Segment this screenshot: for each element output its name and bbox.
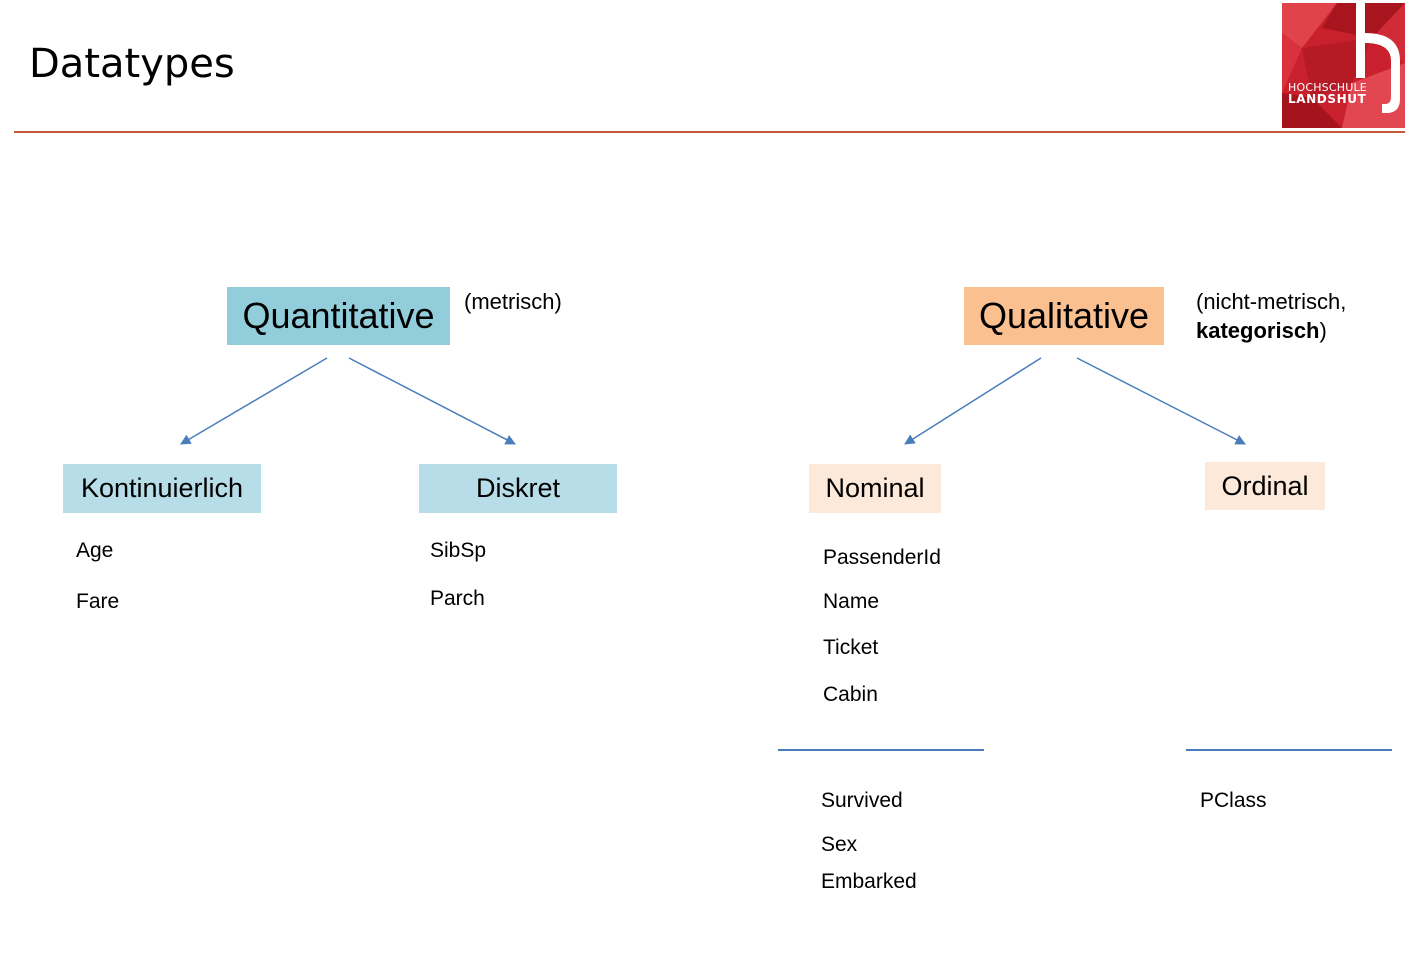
list-item-survived: Survived xyxy=(821,789,903,812)
arrow-qual-to-nominal xyxy=(904,357,1042,445)
list-item-passenderid: PassenderId xyxy=(823,546,941,569)
list-item-sibsp: SibSp xyxy=(430,539,487,562)
diskret-box: Diskret xyxy=(419,464,617,513)
title-divider xyxy=(14,131,1405,133)
qualitative-box: Qualitative xyxy=(964,287,1164,345)
qualitative-note-bold: kategorisch xyxy=(1196,318,1320,343)
list-item-embarked: Embarked xyxy=(821,870,917,893)
list-item-pclass: PClass xyxy=(1200,789,1267,812)
list-item-name: Name xyxy=(823,590,880,613)
arrow-qual-to-ordinal xyxy=(1076,357,1246,445)
ordinal-box: Ordinal xyxy=(1205,462,1325,510)
logo-text-line2: LANDSHUT xyxy=(1288,92,1367,106)
nominal-box: Nominal xyxy=(809,464,941,513)
arrow-quant-to-kontinuierlich xyxy=(180,357,328,445)
qualitative-note: (nicht-metrisch, kategorisch) xyxy=(1196,287,1346,345)
kontinuierlich-box: Kontinuierlich xyxy=(63,464,261,513)
logo-text-line1: HOCHSCHULE xyxy=(1288,81,1367,94)
logo-graphic xyxy=(1282,3,1405,128)
qualitative-note-after: ) xyxy=(1319,318,1327,343)
list-item-sex: Sex xyxy=(821,833,858,856)
list-item-fare: Fare xyxy=(76,590,120,613)
nominal-divider xyxy=(778,749,984,751)
page-title: Datatypes xyxy=(29,41,235,87)
quantitative-note: (metrisch) xyxy=(464,289,562,314)
hochschule-landshut-logo: HOCHSCHULE LANDSHUT xyxy=(1282,3,1405,128)
quantitative-box: Quantitative xyxy=(227,287,450,345)
arrow-quant-to-diskret xyxy=(348,357,516,445)
qualitative-note-line1: (nicht-metrisch, xyxy=(1196,289,1347,314)
list-item-parch: Parch xyxy=(430,587,485,610)
ordinal-divider xyxy=(1186,749,1392,751)
list-item-ticket: Ticket xyxy=(823,636,879,659)
list-item-age: Age xyxy=(76,539,114,562)
list-item-cabin: Cabin xyxy=(823,683,878,706)
